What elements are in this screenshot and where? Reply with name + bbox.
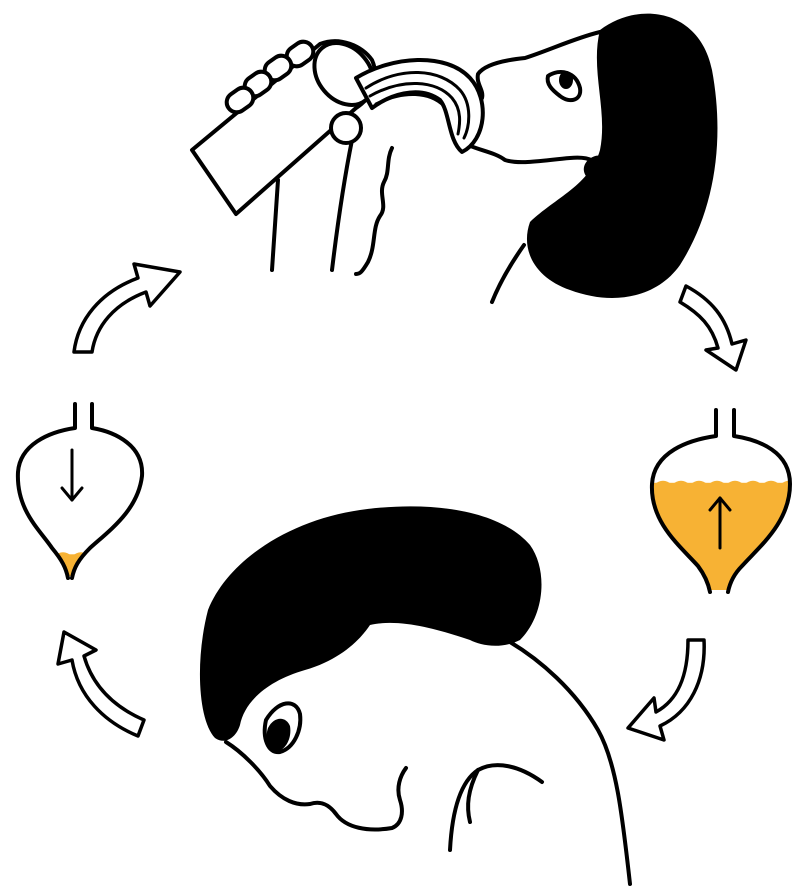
drinking-person-sleeve — [356, 148, 392, 274]
bowed-person-shoulder — [450, 765, 542, 850]
bladder-right-liquid-surface — [600, 481, 795, 495]
bladder-right — [600, 410, 795, 602]
drinking-person-neck — [492, 245, 524, 302]
cycle-arrow-down-left — [628, 640, 704, 740]
drinking-person-arm-inner — [332, 140, 352, 270]
bladder-left — [0, 404, 216, 588]
drinking-person — [192, 14, 717, 302]
cycle-arrow-up-left — [74, 264, 180, 352]
drinking-person-arm — [272, 180, 278, 270]
bowed-person — [200, 506, 630, 884]
bowed-person-hair — [200, 506, 542, 740]
bowed-person-face — [226, 742, 406, 829]
drinking-person-pupil — [559, 71, 573, 89]
bladder-left-liquid-surface — [0, 552, 216, 566]
bladder-left-flow-arrow — [62, 450, 82, 500]
cycle-arrow-down-right — [680, 286, 746, 370]
cycle-arrows — [58, 264, 746, 740]
bladder-left-liquid — [0, 554, 200, 588]
cycle-arrow-up-from-bottom — [58, 632, 144, 736]
water-stream — [356, 60, 483, 152]
bowed-person-back — [510, 642, 630, 884]
drinking-person-hair — [527, 14, 718, 298]
